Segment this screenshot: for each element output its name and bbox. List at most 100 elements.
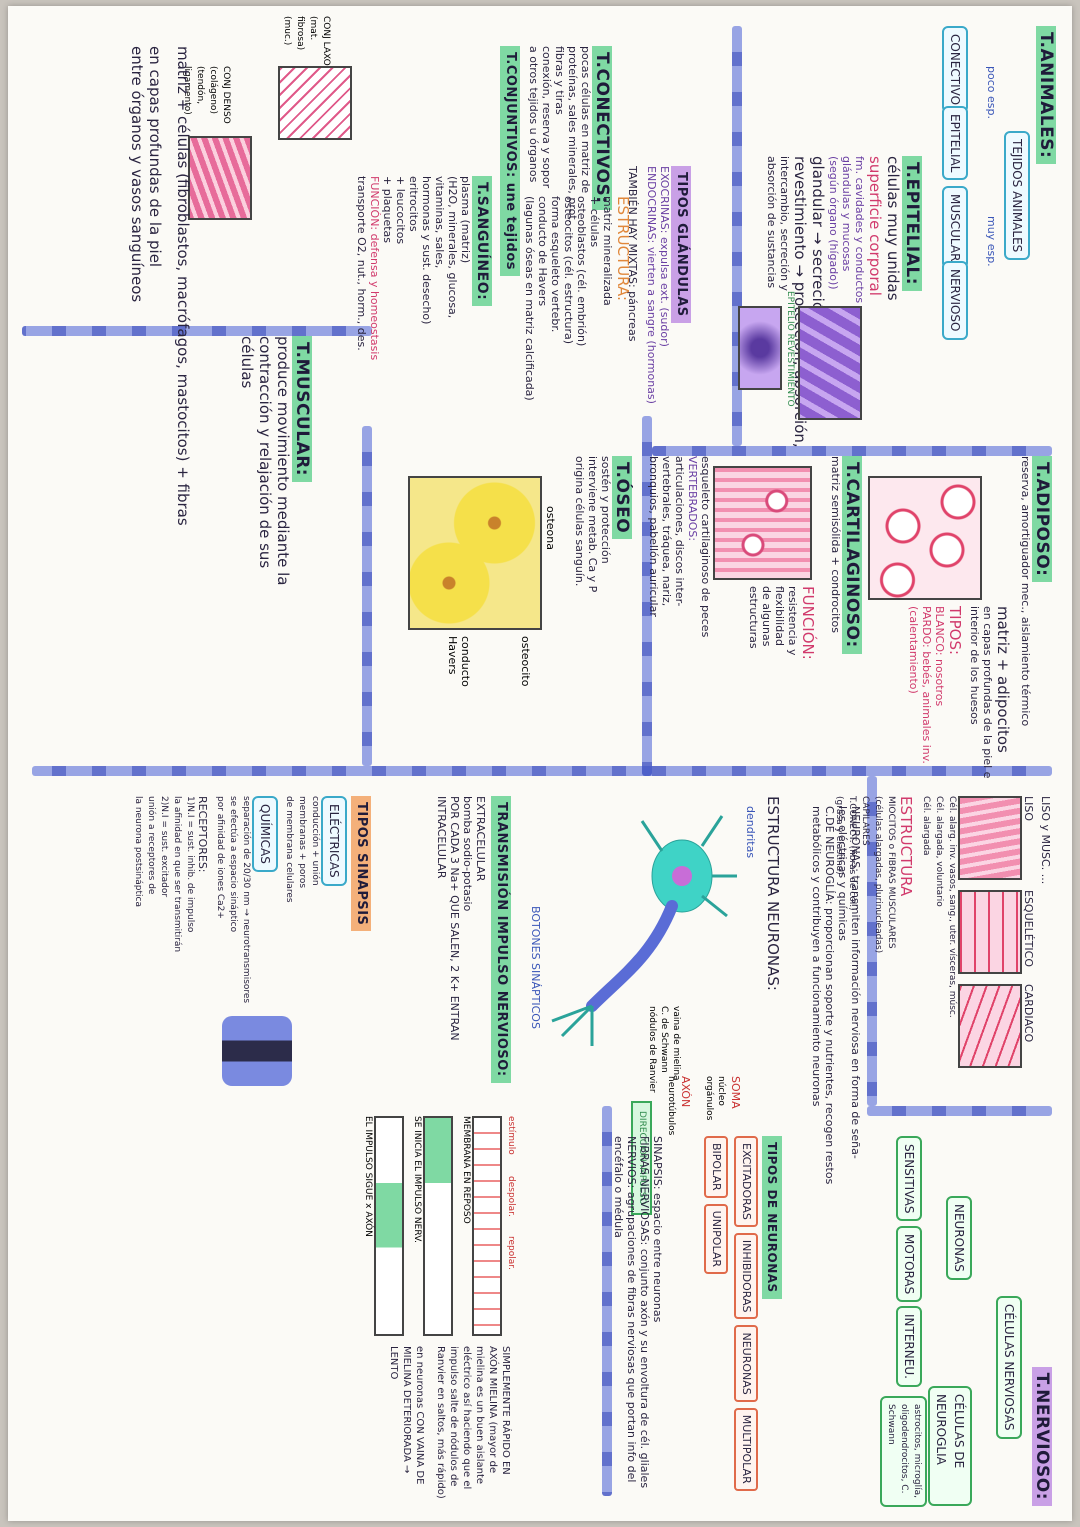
interneuronas-box: INTERNEU. bbox=[896, 1306, 922, 1387]
conjuntivos-title: T.CONJUNTIVOS: une tejidos bbox=[500, 46, 520, 277]
osteona-label: osteona bbox=[544, 506, 557, 550]
conjuntivos-title-wrap: T.CONJUNTIVOS: une tejidos bbox=[500, 46, 521, 346]
oseo-estructura-line: osteoblastos (cél. embrión) bbox=[575, 196, 588, 347]
cardiaco-desc: Cél. alargada bbox=[921, 796, 931, 856]
epitelio-revestimiento-label: EPITELIO REVESTIMIENTO bbox=[785, 291, 795, 407]
osteona-image bbox=[408, 476, 542, 630]
divider-vertical bbox=[22, 326, 372, 336]
neuron-part-ranvier: nódulos de Ranvier bbox=[647, 1006, 657, 1093]
conj-laxo-label: CONJ LAXO (mat. fibrosa) (muc.) bbox=[282, 16, 331, 66]
muscular-line: contracción y relajación de sus bbox=[256, 336, 274, 569]
epitelial-line: superficie corporal bbox=[866, 156, 884, 296]
tipo-excitadoras: EXCITADORAS bbox=[734, 1136, 758, 1227]
osteocito-label: osteocito bbox=[519, 636, 532, 687]
sensitivas-box: SENSITIVAS bbox=[896, 1136, 922, 1222]
adiposo-line: interior de los huesos bbox=[968, 606, 981, 725]
neuroglia-line2: metabólicos y contribuyen a funcionamien… bbox=[810, 806, 823, 1107]
liso-label: LISO bbox=[1022, 796, 1035, 822]
cartilaginoso-funcion-line: estructuras bbox=[747, 586, 760, 649]
piel-text-2: entre órganos y vasos sanguíneos bbox=[128, 46, 146, 303]
liso-desc: Cél. alarg. inv. vasos, sang., uter. vís… bbox=[947, 796, 957, 1018]
tipo-bipolar: BIPOLAR bbox=[704, 1136, 728, 1198]
estructura-neuronas-title: ESTRUCTURA NEURONAS: bbox=[764, 796, 782, 991]
estimulo-label: estímulo bbox=[506, 1116, 516, 1155]
sanguineo-cell: eritrocitos bbox=[407, 176, 420, 232]
muscular-type-top: LISO y MUSC. ... bbox=[1039, 796, 1052, 885]
neuron-part-organulos: orgánulos bbox=[704, 1076, 714, 1121]
despolar-label: despolar. bbox=[506, 1176, 516, 1217]
cartilaginoso-section: T.CARTILAGINOSO: matriz semisólida + con… bbox=[829, 456, 862, 776]
cartilago-image bbox=[713, 466, 812, 580]
divider-horizontal bbox=[362, 426, 372, 766]
oseo-estructura-line: forma esqueleto vertebr. bbox=[549, 196, 562, 333]
synapse-diagram bbox=[222, 1016, 292, 1086]
animales-root-box: TEJIDOS ANIMALES bbox=[1004, 131, 1030, 261]
receptores-line: 1)N.I = sust. inhib. de impulso bbox=[185, 796, 195, 933]
cardiaco-label: CARDIACO bbox=[1022, 984, 1035, 1043]
notes-page: T.ANIMALES: TEJIDOS ANIMALES poco esp. m… bbox=[8, 6, 1072, 1521]
neuroglia-box: CÉLULAS DE NEUROGLIA bbox=[928, 1386, 972, 1506]
celulas-nerviosas-box: CÉLULAS NERVIOSAS bbox=[996, 1296, 1022, 1439]
sanguineo-title: T.SANGUÍNEO: bbox=[472, 176, 492, 307]
muscular-title: T.MUSCULAR: bbox=[292, 336, 312, 483]
extracelular-label: EXTRACELULAR bbox=[474, 796, 487, 882]
havers-label: conducto Havers bbox=[446, 636, 472, 687]
epitelial-line: células muy unidas bbox=[884, 156, 902, 301]
cartilaginoso-funcion-line: flexibilidad bbox=[773, 586, 786, 646]
animales-node-muscular: MUSCULAR bbox=[942, 186, 968, 270]
piel-text-1: en capas profundas de la piel bbox=[146, 46, 164, 268]
matriz-text: matriz + células (fibroblastos, macrófag… bbox=[174, 46, 192, 526]
sanguineo-funcion: FUNCIÓN: defensa y homeostasis bbox=[368, 176, 381, 361]
rotated-notes-sheet: T.ANIMALES: TEJIDOS ANIMALES poco esp. m… bbox=[8, 6, 1072, 1521]
neuronas-line2: les eléctricas y químicas bbox=[836, 806, 849, 941]
electricas-box: ELÉCTRICAS bbox=[321, 796, 347, 886]
epitelio-glandular-image bbox=[738, 306, 782, 390]
sinapsis-definition: SINAPSIS: espacio entre neuronas bbox=[651, 1136, 664, 1323]
neuronas-box: NEURONAS bbox=[946, 1196, 972, 1280]
epitelial-title: T.EPITELIAL: bbox=[902, 156, 922, 292]
endocrinas-text: ENDOCRINAS: vierten a sangre (hormonas) bbox=[645, 166, 658, 404]
neuron-part-axon: AXÓN bbox=[679, 1076, 692, 1108]
cartilaginoso-funcion: FUNCIÓN: bbox=[799, 586, 817, 660]
esqueletico-label: ESQUELÉTICO bbox=[1022, 890, 1035, 967]
electricas-line: conducción + unión bbox=[310, 796, 320, 886]
vertebrados-line: vertebrales, tráquea, nariz, bbox=[660, 456, 673, 607]
liso-column: LISO bbox=[958, 796, 1035, 880]
oseo-line: origina células sanguín. bbox=[573, 456, 586, 587]
oseo-section: T.ÓSEO sostén y protección interviene me… bbox=[573, 456, 632, 766]
membrane-sigue-label: EL IMPULSO SIGUE x AXÓN bbox=[363, 1116, 373, 1237]
oseo-line: sostén y protección bbox=[599, 456, 612, 564]
cartilaginoso-body: FUNCIÓN: resistencia y flexibilidad de a… bbox=[747, 586, 817, 766]
cartilaginoso-title: T.CARTILAGINOSO: bbox=[842, 456, 862, 654]
muscular-line: produce movimiento mediante la bbox=[274, 336, 292, 586]
oseo-estructura-line: osteocitos (cél. estructura) bbox=[562, 196, 575, 344]
neuron-diagram bbox=[551, 815, 737, 1046]
quimicas-box: QUÍMICAS bbox=[252, 796, 278, 872]
neuron-axon bbox=[586, 900, 678, 1012]
adiposo-blanco: BLANCO: nosotros bbox=[933, 606, 946, 707]
adiposo-image bbox=[868, 476, 982, 600]
membrane-inicia bbox=[423, 1116, 453, 1336]
transmision-title: TRANSMISIÓN IMPULSO NERVIOSO: bbox=[491, 796, 511, 1083]
neuron-nucleus bbox=[672, 866, 692, 886]
cartilaginoso-line: matriz semisólida + condrocitos bbox=[829, 456, 842, 634]
neuron-part-dendritas: dendritas bbox=[744, 806, 757, 859]
cartilaginoso-funcion-line: de algunas bbox=[760, 586, 773, 647]
exocrinas-text: EXOCRINAS: expulsa ext. (sudor) bbox=[658, 166, 671, 347]
membrane-reposo-label: MEMBRANA EN REPOSO bbox=[461, 1116, 471, 1224]
adiposo-line: matriz + adipocitos bbox=[994, 606, 1012, 753]
oseo-line: interviene metab. Ca y P bbox=[586, 456, 599, 593]
conj-denso-image bbox=[188, 136, 252, 220]
neuron-part-neurotubulos: neurotúbulos bbox=[666, 1076, 676, 1136]
neuroglia-desc-box: astrocitos, microglía, oligodendrocitos,… bbox=[880, 1396, 927, 1507]
neuron-part-schwann: C. de Schwann bbox=[659, 1006, 669, 1073]
sanguineo-line: hormonas y sust. desecho) bbox=[420, 176, 433, 325]
cartilaginoso-extra: esqueleto cartilaginoso de peces VERTEBR… bbox=[647, 456, 712, 766]
adiposo-line: en capas profundas de la piel e bbox=[981, 606, 994, 779]
glandulas-title: TIPOS GLÁNDULAS bbox=[671, 166, 692, 446]
animales-branch-left: poco esp. bbox=[985, 66, 998, 119]
adiposo-subtitle: reserva, amortiguador mec., aislamiento … bbox=[1019, 456, 1032, 727]
oseo-title: T.ÓSEO bbox=[612, 456, 632, 540]
receptores-label: RECEPTORES: bbox=[196, 796, 209, 873]
tipos-neuronas: TIPOS DE NEURONAS EXCITADORAS INHIBIDORA… bbox=[612, 1136, 782, 1496]
